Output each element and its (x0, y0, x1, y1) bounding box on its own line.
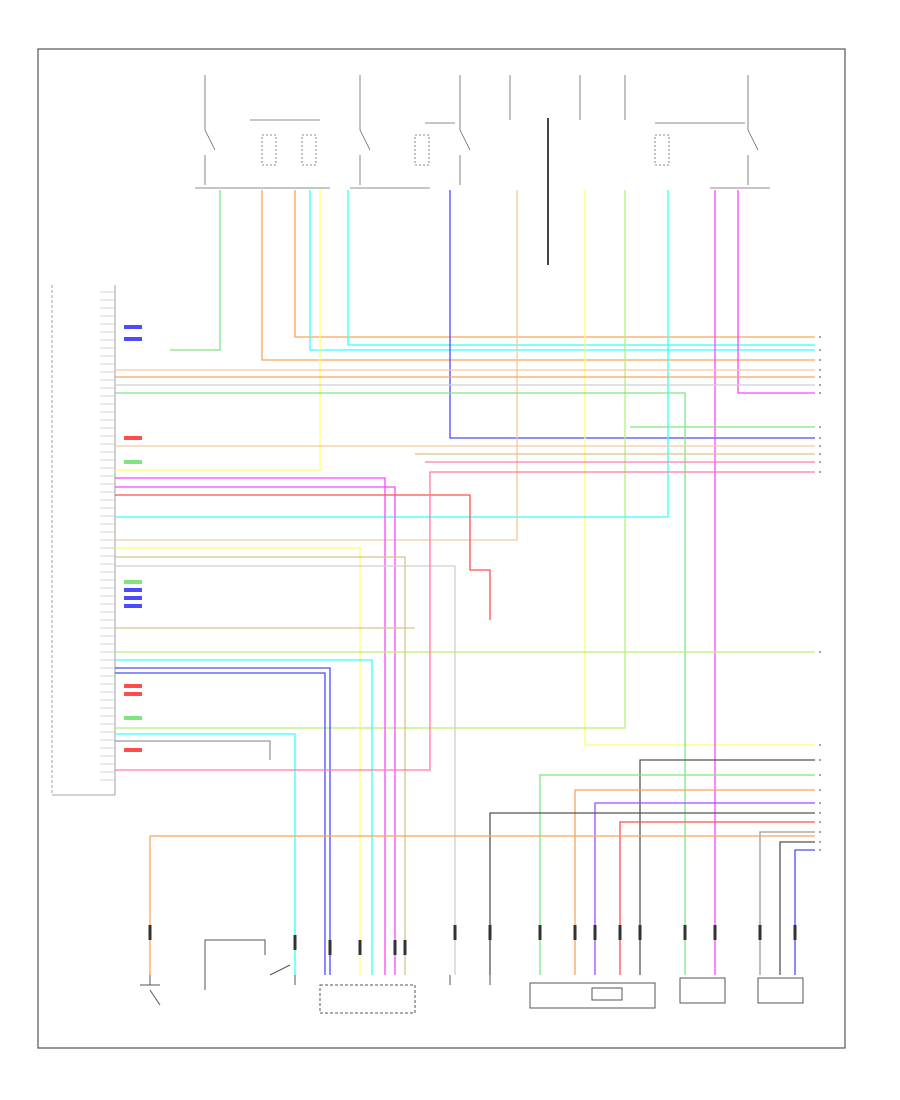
pressure-sensor-symbol (319, 984, 416, 1014)
solenoid-a-symbol (679, 977, 726, 1004)
solenoid-b-symbol (757, 977, 804, 1004)
pressure-switch-symbol (140, 975, 161, 1006)
module-wires (115, 369, 815, 975)
module-pin-ticks (100, 291, 115, 781)
vertical-top-wires (115, 190, 815, 975)
sensor-symbol (449, 975, 491, 985)
diagram-frame (37, 48, 846, 1049)
right-edge-ticks (819, 336, 821, 851)
bottom-components (140, 939, 804, 1014)
pin-color-swatches (124, 325, 142, 752)
top-fuse-area (195, 75, 770, 265)
speed-sensor-symbol (529, 982, 656, 1009)
switch-assembly-symbol (204, 939, 296, 990)
bottom-connector-markers (148, 925, 797, 955)
